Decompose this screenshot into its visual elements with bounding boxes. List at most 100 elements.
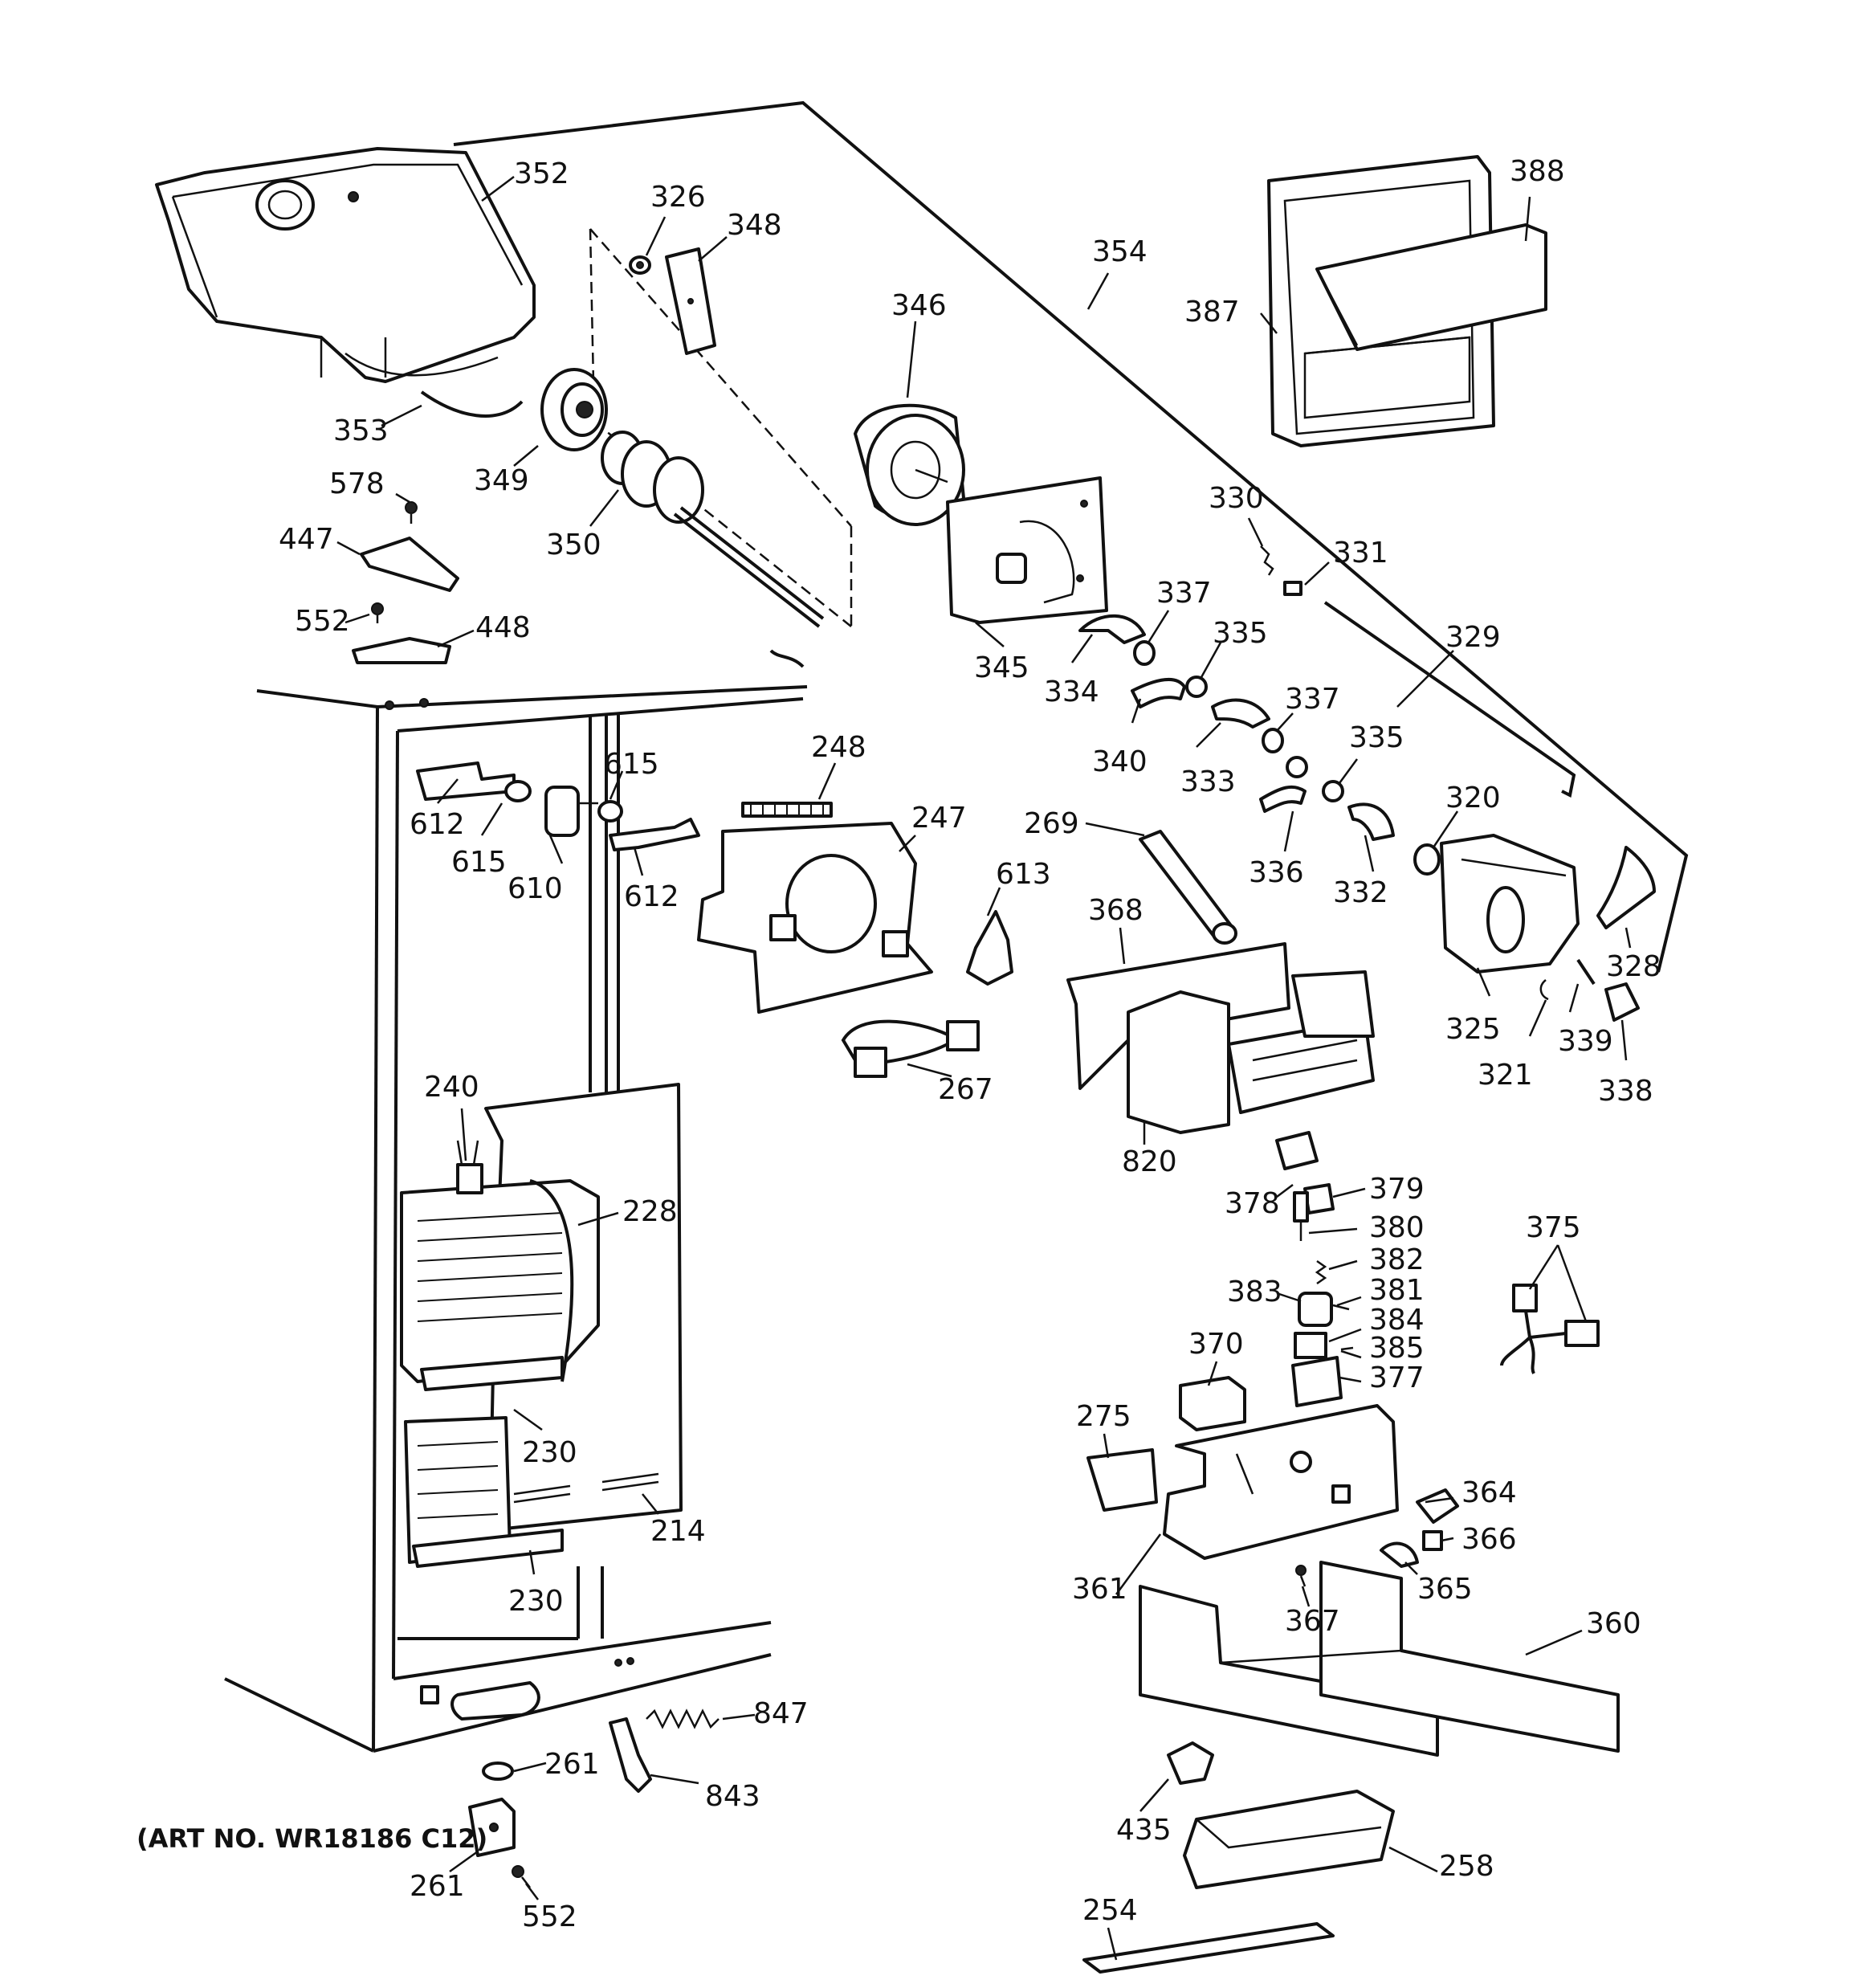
switch-364 bbox=[1416, 1488, 1459, 1524]
seal-381 bbox=[1332, 1304, 1350, 1311]
motor-370 bbox=[1179, 1376, 1246, 1431]
body-383 bbox=[1298, 1292, 1333, 1327]
fan-housing-247 bbox=[697, 822, 933, 1014]
callout-335-upper: 335 bbox=[1213, 617, 1268, 650]
gear-334 bbox=[1078, 614, 1146, 644]
auger-envelope-dashed bbox=[589, 228, 853, 627]
tube-269 bbox=[1139, 830, 1237, 945]
washer-335-lower bbox=[1322, 780, 1344, 802]
callout-448: 448 bbox=[475, 611, 531, 644]
callout-340: 340 bbox=[1092, 745, 1148, 778]
callout-275: 275 bbox=[1076, 1400, 1131, 1433]
callout-366: 366 bbox=[1461, 1523, 1517, 1556]
callout-339: 339 bbox=[1558, 1025, 1613, 1058]
callout-385: 385 bbox=[1369, 1332, 1425, 1365]
hinge-261 bbox=[468, 1798, 516, 1857]
clip-331 bbox=[1283, 581, 1302, 596]
callout-230-lower: 230 bbox=[508, 1585, 564, 1618]
callout-336: 336 bbox=[1249, 856, 1304, 889]
callout-360: 360 bbox=[1586, 1607, 1641, 1640]
callout-338: 338 bbox=[1598, 1075, 1653, 1108]
washer-326 bbox=[629, 255, 651, 275]
heater-230-lower bbox=[412, 1529, 564, 1568]
bracket-612-left bbox=[416, 761, 516, 801]
callout-240: 240 bbox=[424, 1071, 479, 1104]
spring-382 bbox=[1315, 1259, 1327, 1285]
callout-615-right: 615 bbox=[604, 748, 659, 781]
callout-379: 379 bbox=[1369, 1173, 1425, 1206]
harness-267 bbox=[841, 1019, 980, 1078]
evaporator-228 bbox=[400, 1179, 600, 1383]
callout-387: 387 bbox=[1184, 296, 1240, 329]
callout-615-left: 615 bbox=[451, 846, 507, 879]
callout-labels: 352 326 348 354 388 346 387 353 349 578 … bbox=[137, 155, 1661, 1933]
art-number: (ART NO. WR18186 C12) bbox=[137, 1823, 487, 1854]
bracket-361 bbox=[1163, 1404, 1399, 1560]
callout-370: 370 bbox=[1188, 1328, 1244, 1361]
washer-320 bbox=[1413, 843, 1441, 876]
callout-328: 328 bbox=[1606, 950, 1661, 983]
fitting-384 bbox=[1294, 1332, 1327, 1359]
holder-377 bbox=[1291, 1356, 1343, 1407]
washer-335-upper bbox=[1185, 676, 1208, 698]
spring-847 bbox=[646, 1708, 720, 1729]
bracket-612-right bbox=[609, 818, 700, 851]
bracket-447 bbox=[360, 537, 459, 592]
callout-435: 435 bbox=[1116, 1814, 1172, 1847]
callout-321: 321 bbox=[1478, 1059, 1533, 1092]
callout-377: 377 bbox=[1369, 1361, 1425, 1394]
thermostat-240 bbox=[456, 1140, 483, 1194]
spring-330 bbox=[1260, 545, 1274, 576]
callout-552-upper: 552 bbox=[295, 605, 350, 638]
motor-plate-345 bbox=[946, 476, 1108, 624]
gear-336 bbox=[1259, 756, 1308, 813]
bracket-843 bbox=[609, 1717, 652, 1793]
callout-320: 320 bbox=[1445, 782, 1501, 814]
callout-365: 365 bbox=[1417, 1573, 1473, 1606]
callout-382: 382 bbox=[1369, 1243, 1425, 1276]
callout-348: 348 bbox=[727, 209, 782, 242]
cabinet bbox=[224, 649, 808, 1753]
leader-lines bbox=[336, 176, 1632, 1961]
callout-612-right: 612 bbox=[624, 880, 679, 913]
plate-348 bbox=[665, 247, 716, 355]
bracket-448 bbox=[352, 637, 451, 664]
screw-367 bbox=[1295, 1565, 1307, 1587]
callout-847: 847 bbox=[753, 1697, 809, 1730]
callout-337-upper: 337 bbox=[1156, 577, 1212, 610]
callout-361: 361 bbox=[1072, 1573, 1127, 1606]
drum-346 bbox=[854, 403, 965, 526]
callout-337-lower: 337 bbox=[1285, 683, 1340, 716]
callout-380: 380 bbox=[1369, 1211, 1425, 1244]
housing-325 bbox=[1440, 834, 1580, 974]
strip-248 bbox=[741, 802, 833, 818]
callout-353: 353 bbox=[333, 414, 389, 447]
callout-330: 330 bbox=[1209, 482, 1264, 515]
outline-354 bbox=[453, 100, 1689, 973]
auger-350 bbox=[601, 431, 825, 628]
clip-365 bbox=[1380, 1541, 1419, 1568]
nut-366 bbox=[1422, 1530, 1443, 1551]
callout-269: 269 bbox=[1024, 807, 1079, 840]
callout-325: 325 bbox=[1445, 1013, 1501, 1046]
callout-331: 331 bbox=[1333, 537, 1388, 569]
rod-329 bbox=[1323, 601, 1576, 798]
gear-340 bbox=[1131, 677, 1186, 708]
callout-248: 248 bbox=[811, 731, 866, 764]
callout-820: 820 bbox=[1122, 1145, 1177, 1178]
cap-615-left bbox=[504, 780, 532, 802]
cap-435 bbox=[1167, 1741, 1214, 1785]
pin-339 bbox=[1576, 958, 1596, 986]
callout-612-left: 612 bbox=[410, 808, 465, 841]
callout-214: 214 bbox=[650, 1515, 706, 1548]
callout-332: 332 bbox=[1333, 876, 1388, 909]
plunger-380 bbox=[1293, 1191, 1309, 1241]
callout-364: 364 bbox=[1461, 1476, 1517, 1509]
arm-328 bbox=[1596, 846, 1656, 929]
coil-378 bbox=[1275, 1131, 1319, 1170]
callout-552-lower: 552 bbox=[522, 1900, 577, 1933]
dispenser-flap-388 bbox=[1315, 223, 1547, 351]
callout-447: 447 bbox=[279, 523, 334, 556]
callout-352: 352 bbox=[514, 157, 569, 190]
